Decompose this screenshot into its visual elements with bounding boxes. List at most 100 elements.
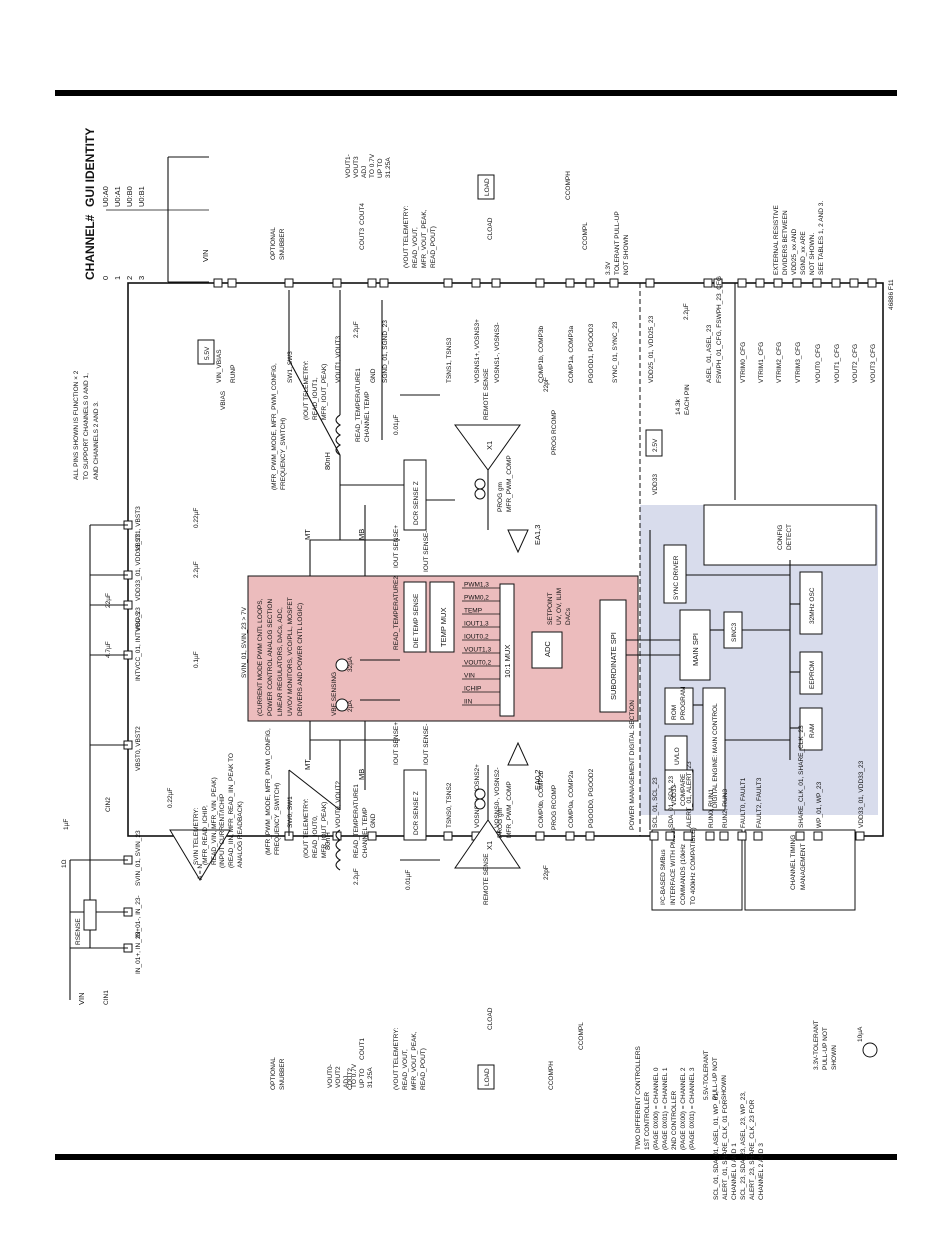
temp-line: CHANNEL TEMP [362, 807, 369, 858]
mt-top: MT [303, 529, 312, 540]
vout-line: VOUT1- [345, 154, 352, 178]
vout-tel-line: READ_VOUT, [402, 1049, 409, 1090]
mux-input-label: VOUT1,3 [464, 647, 491, 654]
pin-label: FAULT0, FAULT1 [740, 777, 747, 828]
iout-tel-line: READ_IOUT1, [312, 377, 319, 420]
cout3: COUT3 [359, 228, 366, 250]
eeprom-label: EEPROM [809, 661, 816, 689]
pin-label: COMP0a, COMP2a [568, 771, 575, 828]
pin [332, 278, 342, 288]
setpoint-line: DACs [565, 607, 572, 625]
pin [471, 278, 481, 288]
prog-gm-line: PROG gm [497, 808, 504, 838]
note-line: 3.3V [605, 261, 612, 275]
table-header-channel: CHANNEL# [83, 214, 97, 280]
x1-bot: X1 [485, 841, 494, 850]
pin-label: RUNP [230, 365, 237, 383]
pin-label: COMP0b, COMP2b [538, 771, 545, 828]
note-line: CHANNEL 2 AND 3 [758, 1143, 765, 1200]
pin-label: VTRIM2_CFG [776, 342, 783, 383]
rom-line: PROGRAM [680, 686, 687, 720]
vin-left: VIN [77, 992, 86, 1005]
pin [849, 278, 859, 288]
mux-input-label: PWM0,2 [464, 595, 489, 602]
pin-label: VDD33_01, VDD33_23 [858, 760, 865, 828]
pin-label: SVIN_01, SVIN_23 [135, 830, 142, 886]
vdd33-compare-block [664, 769, 694, 811]
cout2: COUT2 [347, 1068, 354, 1090]
pin [367, 278, 377, 288]
prog-gm-line: PROG gm [497, 482, 504, 512]
pin-label: VTRIM1_CFG [758, 342, 765, 383]
pin-label: SW0, SW1 [287, 796, 294, 828]
uvlo-label: UVLO [674, 747, 681, 765]
dcr-top: DCR SENSE Z [413, 481, 420, 525]
vout-line: TO 0.7V [369, 153, 376, 178]
cout4: COUT4 [359, 203, 366, 225]
c22-a: 2.2µF [193, 561, 200, 578]
read-temp2-label: READ_TEMPERATURE2 [393, 576, 400, 650]
pin-label: PGOOD0, PGOOD2 [588, 768, 595, 828]
iout-sense-bot2: IOUT SENSE- [423, 724, 430, 765]
ea-bot: EA0,2 [533, 770, 542, 790]
pin-label: ASEL_01, ASEL_23 [706, 324, 713, 383]
mux-label: 10:1 MUX [503, 645, 512, 678]
pin-label: TSNS0, TSNS2 [446, 782, 453, 828]
subordinate-spi-block [599, 599, 627, 713]
iout-telemetry-bot: (IOUT TELEMETRY:READ_IOUT0,MFR_IOUT_PEAK… [303, 798, 328, 858]
note-3v3-pins: SCL_01, SDA_01, ASEL_01, WP_01,ALERT_01,… [713, 1091, 765, 1200]
note-line: 2ND CONTROLLER [671, 1090, 678, 1150]
pin-label: VTRIM3_CFG [795, 342, 802, 383]
pin [683, 831, 693, 841]
pin-label: SCL_01, SCL_23 [652, 777, 659, 828]
note-line: 1ST CONTROLLER [644, 1092, 651, 1150]
remote-sense-top: REMOTE SENSE [483, 368, 490, 420]
vout-tel-line: MFR_VOUT_PEAK, [411, 1031, 418, 1090]
iout-telemetry-top: (IOUT TELEMETRY:READ_IOUT1,MFR_IOUT_PEAK… [303, 360, 328, 420]
pin [379, 278, 389, 288]
ccomph-top: CCOMPH [565, 171, 572, 200]
note-line: 3.3V-TOLERANT [813, 1020, 820, 1070]
table-cell-channel: 3 [137, 276, 146, 280]
osc-label: 32MHz OSC [809, 587, 816, 624]
smbus-line: I²C-BASED SMBus [660, 849, 667, 905]
pin [713, 278, 723, 288]
ea-top: EA1,3 [533, 525, 542, 545]
ldo-2v5-label: 2.5V [652, 438, 659, 452]
note-line: (PAGE 0X01) = CHANNEL 3 [689, 1067, 696, 1150]
pin-label: VBIAS [135, 611, 142, 631]
prog-rcomp-bot: PROG RCOMP [551, 785, 558, 830]
mux-input-label: PWM1,3 [464, 582, 489, 589]
svin-line: SVIN TELEMETRY: [193, 808, 200, 865]
r-1ohm: 1Ω [61, 859, 68, 868]
pin-label: VTRIM0_CFG [740, 342, 747, 383]
pin-label: SHARE_CLK_01, SHARE_CLK_23 [798, 725, 805, 828]
note-line: SNUBBER [279, 1058, 286, 1090]
table-cell-channel: 1 [113, 276, 122, 280]
pin [773, 278, 783, 288]
note-line: (PAGE 0X00) = CHANNEL 2 [680, 1067, 687, 1150]
pin-label: INTVCC_01, INTVCC_23 [135, 607, 142, 681]
pin [609, 278, 619, 288]
note-line: (PAGE 0X00) = CHANNEL 0 [653, 1067, 660, 1150]
ichip-line: ANALOG READBACK) [237, 801, 244, 868]
setpoint-line: SETPOINT [547, 592, 554, 625]
i10-label: 10µA [857, 1026, 864, 1042]
pin-label: SGND_01, SGND_23 [382, 320, 389, 383]
prog-rcomp-top: PROG RCOMP [551, 410, 558, 455]
main-spi-block [679, 609, 711, 681]
pin-label: VOUT0, VOUT2 [335, 781, 342, 828]
table-cell-identity: U0:B0 [125, 186, 134, 207]
note-line: PULL-UP NOT [712, 1057, 719, 1100]
cload-bot: CLOAD [487, 1007, 494, 1030]
note-line: TO SUPPORT CHANNELS 0 AND 1, [83, 373, 90, 480]
